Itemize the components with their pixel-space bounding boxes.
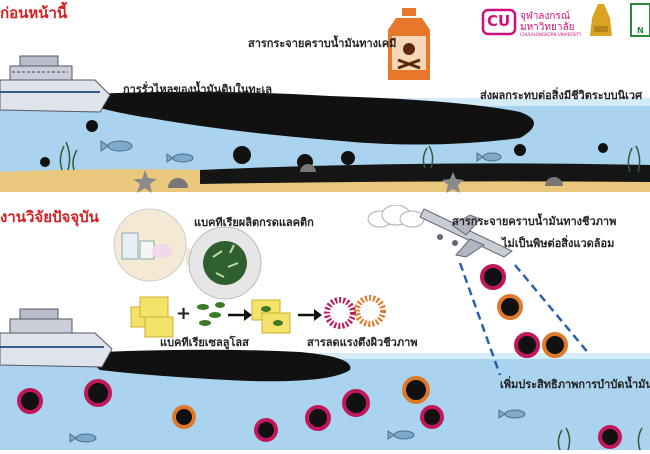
bottom-scene <box>0 204 650 451</box>
crest-icon <box>590 4 612 36</box>
top-oil-slick <box>70 91 534 145</box>
ecosystem-impact-label: ส่งผลกระทบต่อสิ่งมีชีวิตระบบนิเวศ <box>480 89 643 102</box>
plus-sign: + <box>176 303 192 324</box>
bottom-panel: งานวิจัยปัจจุบัน แบคทีเรียผลิตกรดแลคติก … <box>0 204 650 451</box>
bottom-ship <box>0 308 113 368</box>
shell-icon <box>168 178 188 188</box>
cu-logo <box>481 8 517 36</box>
chemical-bottle-icon <box>388 8 430 80</box>
arrow-icon <box>298 309 322 321</box>
shell-icon <box>300 164 316 172</box>
chemical-dispersant-label: สารกระจายคราบน้ำมันทางเคมี <box>248 37 397 50</box>
bio-dispersant-label-line1: สารกระจายคราบน้ำมันทางชีวภาพ <box>452 215 617 228</box>
oil-droplet <box>514 144 526 156</box>
partner-logo-letter: N <box>637 26 644 35</box>
cellulose-bacteria-label: แบคทีเรียเซลลูโลส <box>160 336 249 349</box>
top-section-header: ก่อนหน้านี้ <box>0 4 68 22</box>
oil-droplet <box>341 151 355 165</box>
airplane-icon <box>419 208 513 258</box>
lactic-bacteria-label: แบคทีเรียผลิตกรดแลคติก <box>194 216 314 229</box>
cu-name-english: CHULALONGKORN UNIVERSITY <box>520 32 582 37</box>
top-ship <box>0 55 111 113</box>
biosurfactant-micelle-icon <box>324 295 386 329</box>
biosurfactant-micelle-icon <box>17 376 622 449</box>
bio-dispersant-label-line2: ไม่เป็นพิษต่อสิ่งแวดล้อม <box>502 237 615 250</box>
seaweed <box>59 141 641 173</box>
bacteria-icon <box>197 302 225 326</box>
biosurfactant-label: สารลดแรงตึงผิวชีวภาพ <box>307 336 418 349</box>
fish <box>100 140 502 163</box>
starfish-icon <box>442 172 464 193</box>
cu-name-thai-line1: จุฬาลงกรณ์ <box>520 11 571 22</box>
partner-logo <box>630 3 650 37</box>
oil-droplet <box>233 146 251 164</box>
oil-droplet <box>86 120 98 132</box>
cellulose-block-icon <box>130 296 174 338</box>
oil-spill-label: การรั่วไหลของน้ำมันดิบในทะเล <box>123 83 272 96</box>
oil-droplet <box>598 143 608 153</box>
seaweed <box>557 427 643 451</box>
oil-droplet <box>40 157 50 167</box>
cloud-icon <box>367 204 425 228</box>
bacteria-icon <box>212 244 239 278</box>
arrow-icon <box>228 309 252 321</box>
shell-icon <box>545 177 563 186</box>
bottom-section-header: งานวิจัยปัจจุบัน <box>0 208 99 226</box>
spray-line-left <box>458 262 502 376</box>
top-panel: ก่อนหน้านี้ สารกระจายคราบน้ำมันทางเคมี ก… <box>0 0 650 205</box>
fish <box>69 409 526 443</box>
bottom-oil-slick <box>80 349 351 382</box>
treatment-efficiency-label: เพิ่มประสิทธิภาพการบำบัดน้ำมัน <box>500 378 650 391</box>
top-scene <box>0 3 650 193</box>
cellulose-bacteria-block-icon <box>251 299 291 334</box>
cu-logo-mark: CU <box>487 12 511 30</box>
starfish-icon <box>133 170 157 193</box>
cu-name-thai-line2: มหาวิทยาลัย <box>520 22 575 33</box>
biosurfactant-micelle-icon <box>480 264 568 358</box>
spray-line-right <box>514 264 591 356</box>
lactic-bacteria-callout <box>113 208 262 300</box>
